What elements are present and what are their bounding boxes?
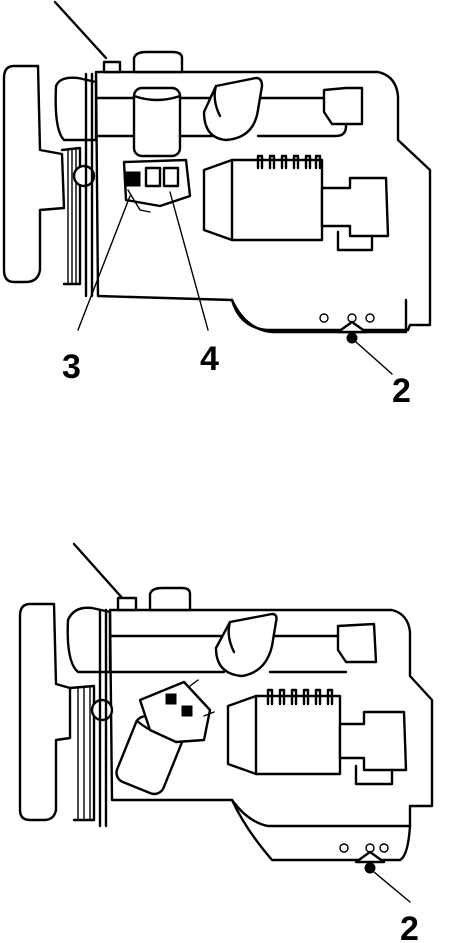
starter-fins-bottom: [266, 688, 334, 706]
filler-cap: [132, 50, 184, 74]
leader-2-bottom: [373, 871, 411, 903]
oil-filter: [132, 86, 182, 158]
callout-2-top: 2: [392, 372, 411, 410]
starter-solenoid-bottom: [338, 710, 408, 772]
engine-view-top: 3 4 2: [2, 0, 432, 410]
thermostat-housing: [322, 86, 364, 126]
breather: [102, 60, 122, 74]
intake-manifold-bottom: [108, 634, 348, 674]
leader-3: [77, 195, 131, 331]
drain-plug-2-top: [346, 332, 358, 344]
oil-pan: [230, 298, 408, 334]
leader-4: [169, 191, 209, 331]
filter-bracket-bottom: [138, 680, 212, 744]
starter-solenoid: [320, 176, 390, 238]
filler-cap-bottom: [148, 586, 192, 612]
callout-4: 4: [200, 340, 219, 378]
callout-3: 3: [62, 348, 81, 386]
starter-motor-body: [202, 158, 324, 242]
thermostat-housing-bottom: [336, 622, 378, 664]
elbow-pipe-bottom: [214, 612, 278, 678]
leader-line-bottom-left: [72, 542, 126, 602]
drain-plug-2-bottom: [364, 862, 376, 874]
engine-view-bottom: 2: [18, 542, 434, 943]
flywheel-housing: [2, 64, 66, 284]
callout-2-bottom: 2: [400, 910, 419, 943]
idler-pulley: [72, 164, 96, 188]
flywheel-housing-bottom: [18, 602, 72, 822]
front-cover-bottom: [66, 606, 112, 674]
starter-motor-body-bottom: [226, 694, 342, 776]
drain-plug-3: [125, 171, 141, 187]
leader-2-top: [355, 341, 393, 375]
oil-pan-bottom: [230, 798, 412, 862]
engine-block-outline-bottom: [108, 608, 434, 828]
front-cover: [54, 76, 98, 142]
starter-fins: [256, 154, 322, 170]
elbow-pipe: [202, 76, 264, 142]
engine-block-outline: [94, 70, 432, 332]
leader-line-top-left: [53, 0, 108, 60]
